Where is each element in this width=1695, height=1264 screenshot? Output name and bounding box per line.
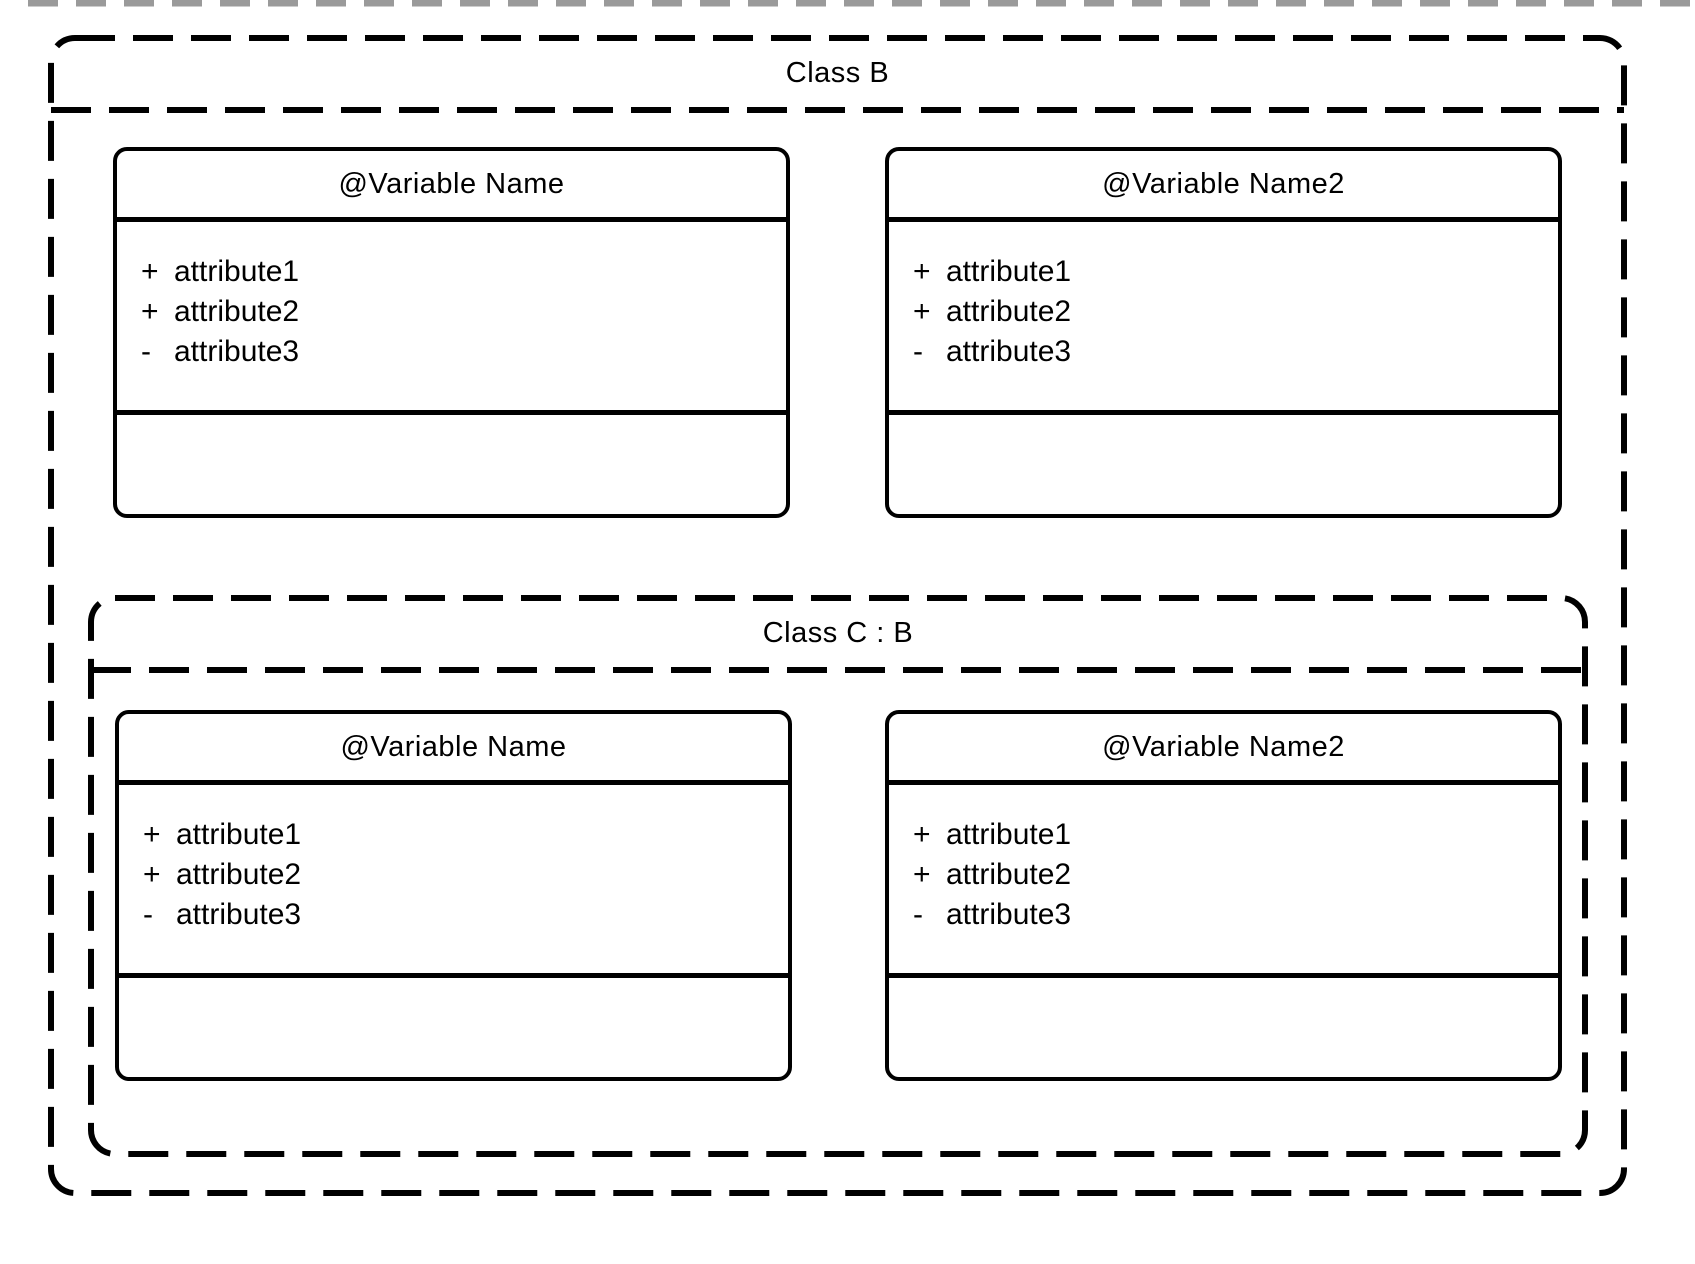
class-box-title-bar: @Variable Name: [117, 151, 786, 217]
attribute-name: attribute1: [946, 255, 1072, 288]
class-box-title: @Variable Name2: [1102, 730, 1345, 763]
visibility-sign: +: [141, 255, 159, 288]
container-label-class-b: Class B: [785, 56, 890, 89]
class-box-attributes-section: + attribute1 + attribute2 - attribute3: [889, 217, 1558, 410]
class-box-attributes-section: + attribute1 + attribute2 - attribute3: [119, 780, 788, 973]
class-box-methods-section: [889, 973, 1558, 1077]
visibility-sign: +: [143, 818, 161, 851]
visibility-sign: +: [143, 858, 161, 891]
attribute-row: + attribute2: [143, 855, 778, 895]
attribute-row: + attribute2: [141, 292, 776, 332]
class-box-b-2[interactable]: @Variable Name2 + attribute1 + attribute…: [885, 147, 1562, 518]
attribute-row: + attribute1: [143, 815, 778, 855]
visibility-sign: +: [913, 295, 931, 328]
attribute-name: attribute2: [176, 858, 302, 891]
class-box-methods-section: [889, 410, 1558, 514]
attribute-name: attribute2: [174, 295, 300, 328]
attribute-name: attribute3: [176, 898, 302, 931]
class-box-c-1[interactable]: @Variable Name + attribute1 + attribute2…: [115, 710, 792, 1081]
attribute-row: - attribute3: [141, 332, 776, 372]
attribute-name: attribute3: [946, 335, 1072, 368]
class-box-title-bar: @Variable Name: [119, 714, 788, 780]
class-box-b-1[interactable]: @Variable Name + attribute1 + attribute2…: [113, 147, 790, 518]
attribute-row: + attribute1: [913, 815, 1548, 855]
attribute-name: attribute3: [946, 898, 1072, 931]
visibility-sign: -: [143, 898, 153, 931]
attribute-name: attribute2: [946, 858, 1072, 891]
attribute-name: attribute1: [946, 818, 1072, 851]
visibility-sign: +: [141, 295, 159, 328]
attribute-row: + attribute1: [913, 252, 1548, 292]
attribute-name: attribute2: [946, 295, 1072, 328]
attribute-name: attribute3: [174, 335, 300, 368]
visibility-sign: -: [913, 335, 923, 368]
attribute-row: + attribute1: [141, 252, 776, 292]
attribute-row: + attribute2: [913, 855, 1548, 895]
class-box-methods-section: [117, 410, 786, 514]
class-box-c-2[interactable]: @Variable Name2 + attribute1 + attribute…: [885, 710, 1562, 1081]
attribute-row: - attribute3: [913, 332, 1548, 372]
visibility-sign: +: [913, 858, 931, 891]
class-box-title: @Variable Name: [338, 167, 565, 200]
class-box-title: @Variable Name2: [1102, 167, 1345, 200]
attribute-name: attribute1: [176, 818, 302, 851]
attribute-row: - attribute3: [143, 895, 778, 935]
attribute-row: + attribute2: [913, 292, 1548, 332]
class-box-attributes-section: + attribute1 + attribute2 - attribute3: [117, 217, 786, 410]
class-box-title-bar: @Variable Name2: [889, 714, 1558, 780]
visibility-sign: -: [913, 898, 923, 931]
class-box-title: @Variable Name: [340, 730, 567, 763]
visibility-sign: -: [141, 335, 151, 368]
class-box-title-bar: @Variable Name2: [889, 151, 1558, 217]
container-label-class-c: Class C : B: [762, 616, 914, 649]
class-box-attributes-section: + attribute1 + attribute2 - attribute3: [889, 780, 1558, 973]
class-box-methods-section: [119, 973, 788, 1077]
attribute-name: attribute1: [174, 255, 300, 288]
visibility-sign: +: [913, 255, 931, 288]
visibility-sign: +: [913, 818, 931, 851]
attribute-row: - attribute3: [913, 895, 1548, 935]
